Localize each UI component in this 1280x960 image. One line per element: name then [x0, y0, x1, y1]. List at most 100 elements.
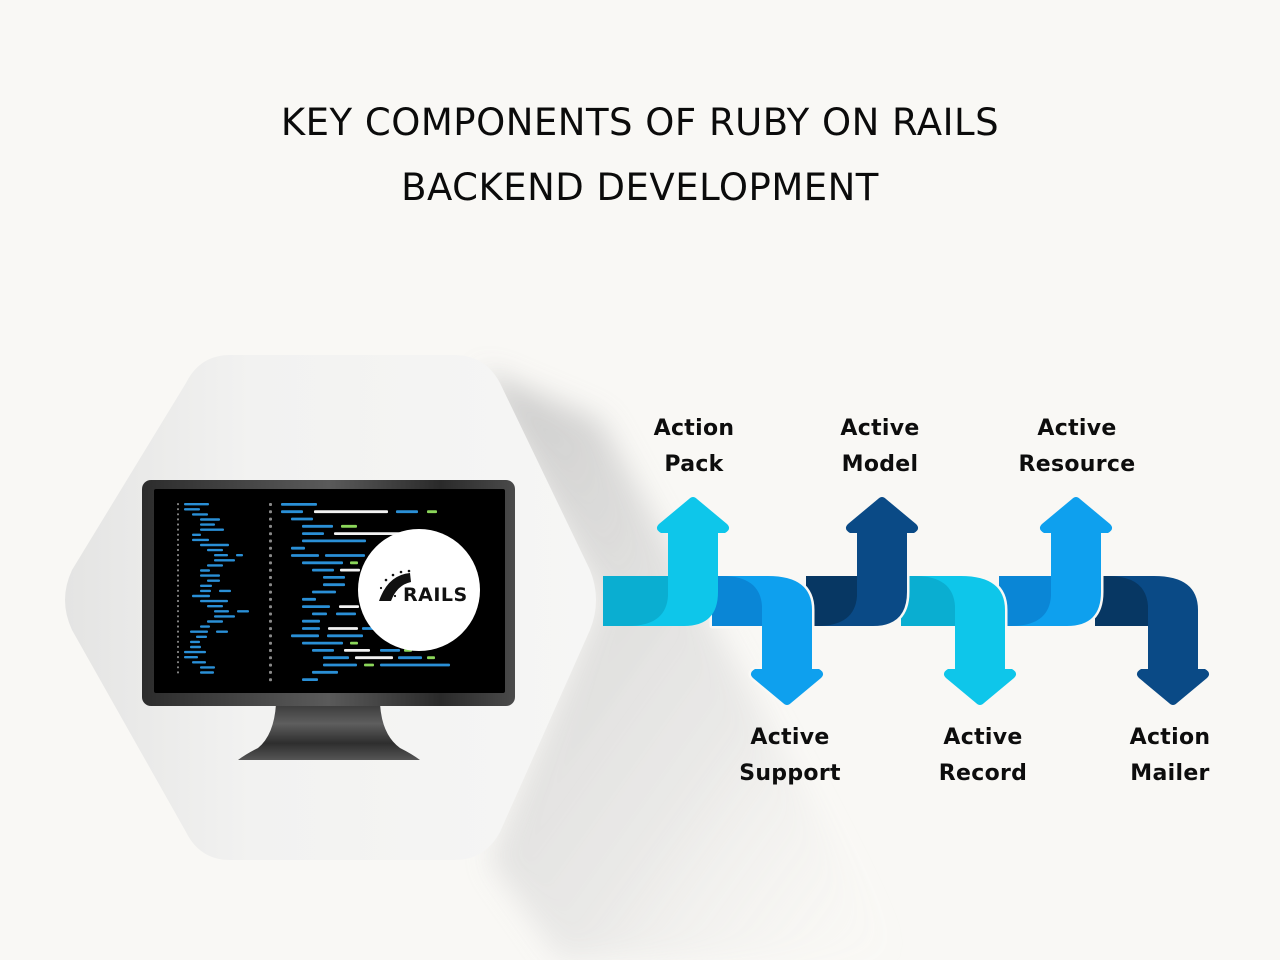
code-line-segment — [177, 650, 179, 654]
code-line-segment — [291, 546, 305, 550]
code-line-segment — [364, 663, 374, 667]
component-label-action-pack: Action Pack — [653, 416, 735, 477]
code-line-segment — [192, 594, 210, 598]
component-arrows-flow — [603, 494, 1212, 708]
code-line-segment — [207, 620, 223, 623]
code-line-segment — [200, 528, 224, 531]
code-line-segment — [362, 627, 374, 630]
code-line-segment — [302, 532, 324, 535]
code-line-segment — [269, 670, 272, 674]
code-line-segment — [380, 649, 400, 652]
code-line-segment — [184, 508, 200, 511]
arrow-band-shade-6 — [1095, 576, 1148, 626]
code-line-segment — [269, 678, 272, 682]
code-line-segment — [196, 635, 207, 638]
code-line-segment — [192, 661, 206, 664]
code-line-segment — [177, 625, 179, 628]
code-line-segment — [207, 605, 223, 608]
code-line-segment — [184, 503, 209, 506]
code-line-segment — [190, 645, 201, 649]
code-line-segment — [281, 503, 317, 506]
component-label-active-model: Active Model — [840, 416, 920, 477]
code-line-segment — [214, 615, 235, 618]
code-line-segment — [269, 597, 272, 601]
code-line-segment — [177, 661, 179, 664]
code-line-segment — [269, 510, 272, 514]
code-line-segment — [177, 543, 179, 546]
code-line-segment — [177, 599, 179, 603]
code-line-segment — [177, 564, 179, 567]
code-line-segment — [236, 554, 243, 557]
code-line-segment — [200, 589, 211, 593]
code-line-segment — [269, 561, 272, 565]
code-line-segment — [302, 605, 330, 608]
code-line-segment — [269, 663, 272, 667]
code-line-segment — [177, 554, 179, 557]
code-line-segment — [177, 559, 179, 562]
code-line-segment — [269, 539, 272, 543]
code-line-segment — [323, 576, 345, 579]
code-line-segment — [302, 524, 333, 528]
code-line-segment — [177, 645, 179, 648]
code-line-segment — [190, 630, 208, 633]
component-label-active-support: Active Support — [739, 725, 841, 786]
code-line-segment — [302, 539, 366, 543]
component-label-action-mailer: Action Mailer — [1129, 725, 1211, 786]
code-line-segment — [269, 583, 272, 587]
code-line-segment — [327, 634, 363, 638]
code-line-segment — [269, 649, 272, 652]
code-line-segment — [200, 625, 210, 628]
code-line-segment — [269, 576, 272, 579]
code-line-segment — [350, 561, 358, 565]
code-line-segment — [177, 574, 179, 577]
code-line-segment — [380, 663, 450, 667]
code-line-segment — [302, 641, 343, 645]
code-line-segment — [200, 574, 220, 577]
code-line-segment — [177, 615, 179, 618]
code-line-segment — [302, 627, 320, 630]
page-title-line-2: BACKEND DEVELOPMENT — [401, 166, 879, 209]
code-line-segment — [312, 649, 334, 652]
code-line-segment — [355, 656, 393, 660]
code-line-segment — [200, 666, 215, 669]
code-line-segment — [192, 513, 208, 516]
rails-logo-text: RAILS — [403, 584, 468, 606]
code-line-segment — [269, 517, 272, 521]
code-line-segment — [350, 641, 358, 645]
code-line-segment — [302, 597, 316, 601]
code-line-segment — [177, 630, 179, 633]
code-line-segment — [200, 599, 228, 603]
code-line-segment — [323, 663, 357, 667]
code-line-segment — [200, 671, 214, 674]
code-line-segment — [177, 666, 179, 669]
code-line-segment — [291, 634, 319, 638]
code-line-segment — [269, 619, 272, 623]
code-line-segment — [177, 620, 179, 623]
code-line-segment — [269, 546, 272, 550]
code-line-segment — [177, 503, 179, 506]
code-line-segment — [177, 610, 179, 613]
code-line-segment — [269, 641, 272, 645]
code-line-segment — [269, 568, 272, 572]
arrow-band-shade-2 — [712, 576, 762, 626]
code-line-segment — [219, 589, 231, 593]
code-line-segment — [207, 579, 220, 582]
code-line-segment — [269, 605, 272, 609]
arrow-band-shade-3 — [806, 576, 857, 626]
code-line-segment — [216, 630, 228, 633]
code-line-segment — [427, 510, 437, 514]
monitor-illustration: RAILS — [142, 480, 515, 760]
arrow-band-shade-5 — [999, 576, 1051, 626]
code-line-segment — [340, 568, 360, 572]
code-line-segment — [323, 656, 349, 660]
code-line-segment — [214, 610, 229, 613]
code-line-segment — [269, 524, 272, 528]
code-line-segment — [177, 523, 179, 526]
code-line-segment — [269, 532, 272, 536]
code-line-segment — [269, 634, 272, 638]
code-line-segment — [269, 503, 272, 506]
code-line-segment — [312, 568, 334, 572]
code-line-segment — [177, 508, 179, 511]
code-line-segment — [177, 513, 179, 516]
